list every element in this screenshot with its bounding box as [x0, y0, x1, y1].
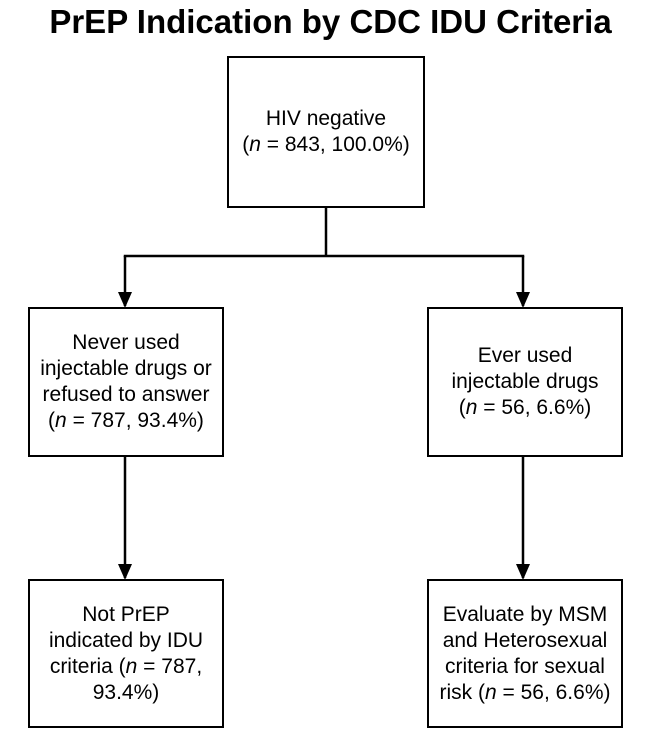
node-text-line: Ever used: [477, 344, 573, 367]
node-text-line: indicated by IDU: [48, 628, 204, 652]
sample-size-symbol: n: [249, 133, 261, 156]
node-text-segment: = 787, 93.4%): [66, 409, 204, 432]
node-text-line: (n = 56, 6.6%): [451, 395, 598, 421]
node-text-line: (n = 787, 93.4%): [40, 408, 212, 434]
node-text-line: risk (n = 56, 6.6%): [439, 680, 610, 706]
node-hiv-negative: HIV negative(n = 843, 100.0%): [227, 56, 425, 208]
sample-size-symbol: n: [465, 396, 478, 419]
diagram-title: PrEP Indication by CDC IDU Criteria: [49, 3, 612, 40]
node-text-segment: = 843, 100.0%): [260, 133, 410, 156]
sample-size-symbol: n: [125, 654, 138, 678]
node-text: HIV negative(n = 843, 100.0%): [242, 106, 410, 158]
node-text-line: and Heterosexual: [442, 628, 608, 652]
node-text-line: refused to answer: [42, 383, 210, 406]
node-text-segment: (: [242, 133, 250, 156]
node-text-line: injectable drugs or: [40, 357, 212, 380]
node-text-line: Never used: [72, 331, 180, 354]
node-text-line: Not PrEP: [82, 602, 170, 626]
node-never-used-injectable-drugs: Never used injectable drugs or refused to …: [28, 307, 224, 457]
node-text-segment: = 787,: [137, 654, 203, 678]
node-text-segment: (: [458, 396, 466, 419]
node-text-segment: criteria (: [49, 654, 126, 678]
node-text-segment: = 56, 6.6%): [477, 396, 592, 419]
sample-size-symbol: n: [484, 680, 497, 704]
node-text-segment: (: [48, 409, 56, 432]
node-text-segment: risk (: [439, 680, 485, 704]
node-text-line: 93.4%): [92, 680, 160, 704]
node-text-line: criteria for sexual: [445, 654, 605, 678]
node-text-line: (n = 843, 100.0%): [242, 132, 410, 158]
sample-size-symbol: n: [55, 409, 67, 432]
node-text-line: HIV negative: [265, 107, 387, 130]
node-text: Never used injectable drugs or refused to …: [40, 330, 212, 434]
node-text-line: criteria (n = 787,: [49, 654, 203, 680]
node-text-segment: = 56, 6.6%): [496, 680, 611, 704]
node-text-line: Evaluate by MSM: [442, 602, 608, 626]
node-text-line: injectable drugs: [451, 370, 599, 393]
